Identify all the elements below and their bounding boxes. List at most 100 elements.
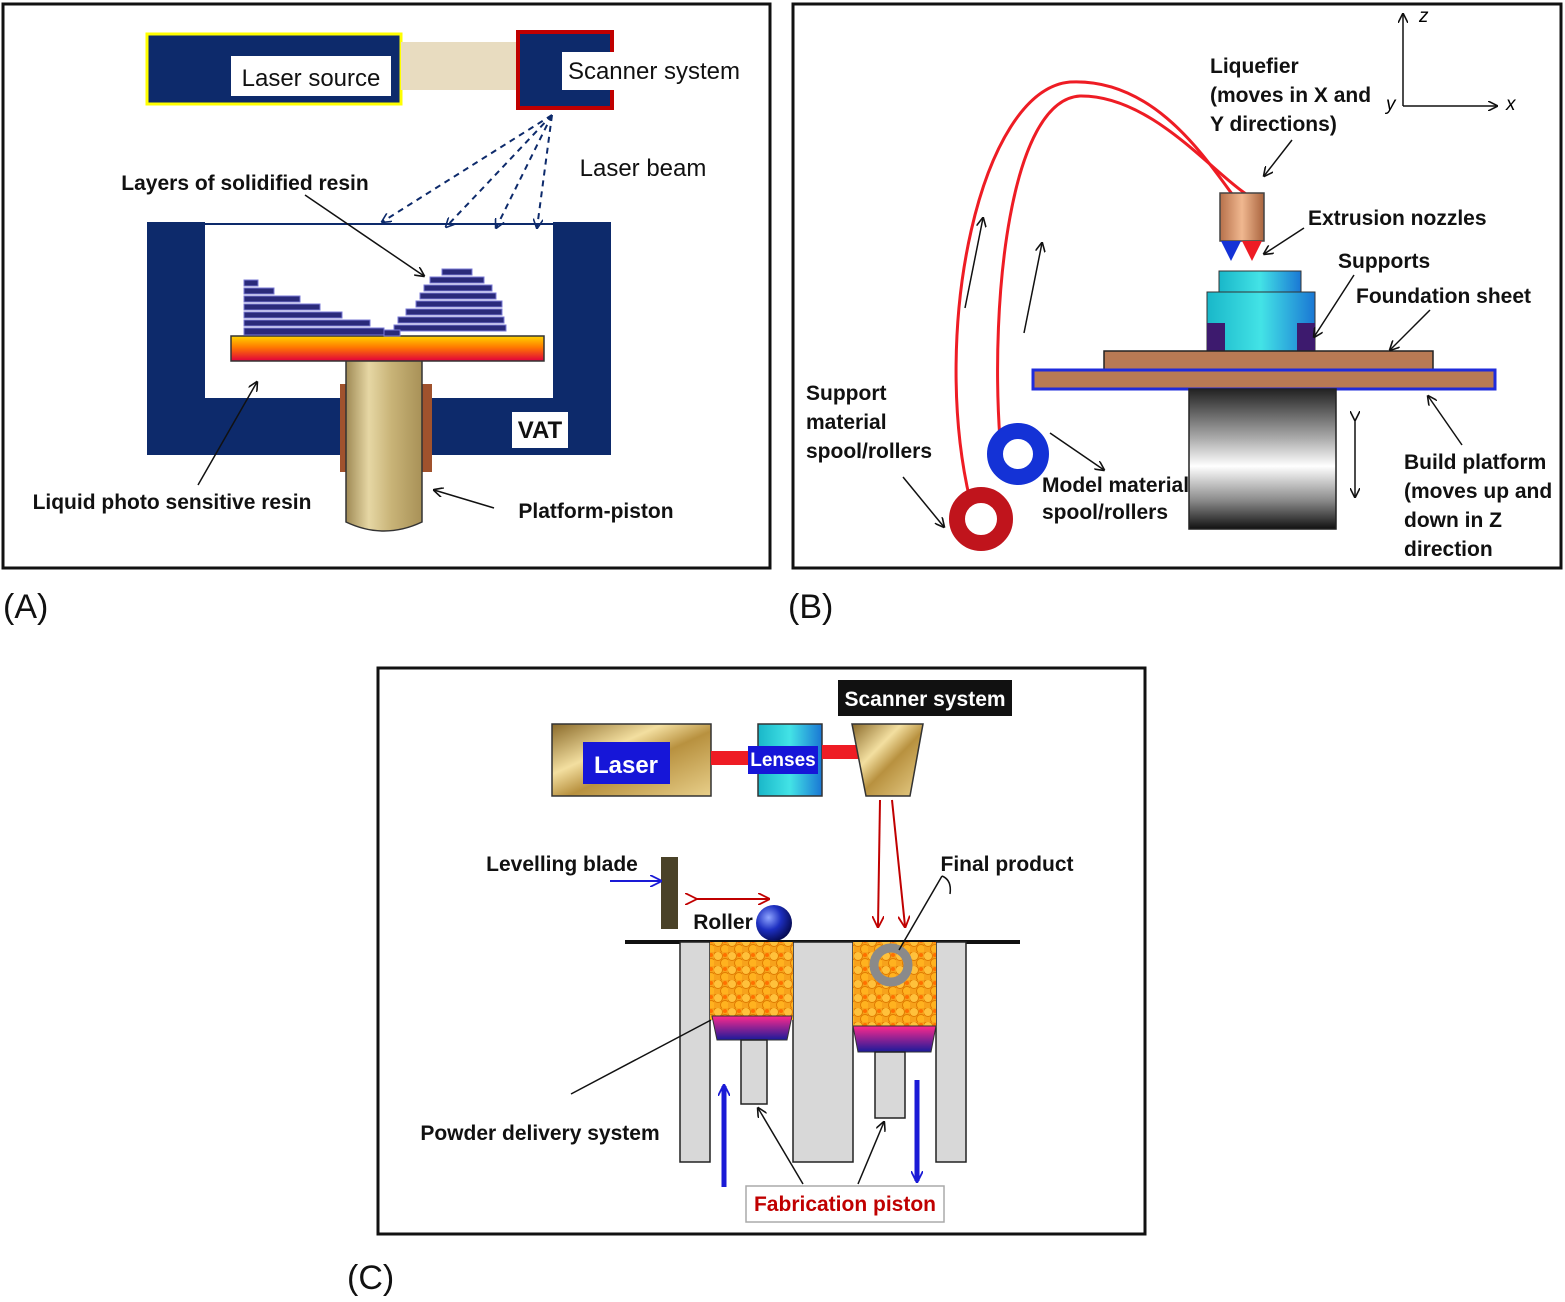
elevator xyxy=(1188,388,1337,530)
build-platform-line4: direction xyxy=(1404,538,1493,561)
model-material-line2: spool/rollers xyxy=(1042,501,1168,524)
foundation-sheet xyxy=(1103,350,1434,371)
z-axis-label: z xyxy=(1418,6,1429,27)
scanner-label-bg xyxy=(562,52,742,90)
beam-line xyxy=(382,114,553,222)
panel-b-caption: (B) xyxy=(788,588,833,626)
levelling-blade-label: Levelling blade xyxy=(486,853,638,876)
support-filament xyxy=(954,80,1234,501)
laser-beam-lines xyxy=(382,114,553,228)
build-platform-arrow xyxy=(1428,396,1463,446)
liquefier-label: Liquefier (moves in X and Y directions) xyxy=(1210,55,1371,136)
foundation-sheet-label: Foundation sheet xyxy=(1356,285,1531,308)
build-platform-line1: Build platform xyxy=(1404,451,1546,474)
platform-piston-arrow xyxy=(434,490,495,509)
powder-delivery-label: Powder delivery system xyxy=(420,1122,659,1145)
powder-delivery-line xyxy=(570,1019,712,1095)
model-nozzle xyxy=(1221,241,1241,261)
support-material-line1: Support xyxy=(806,382,886,405)
beam-down-2 xyxy=(891,799,905,926)
final-product-hook xyxy=(941,875,952,895)
laser-label-bg xyxy=(583,742,670,784)
filaments xyxy=(954,80,1247,501)
powder-piston-rod xyxy=(740,1039,768,1105)
roller xyxy=(756,905,792,941)
powder-piston-head xyxy=(711,1015,793,1041)
liquefier-label-line3: Y directions) xyxy=(1210,113,1337,136)
laser-beam-label: Laser beam xyxy=(580,155,707,182)
support-material-arrow xyxy=(902,476,944,527)
liquid-resin-arrow xyxy=(197,382,257,486)
panel-c-caption: (C) xyxy=(347,1259,394,1297)
model-material-label: Model material spool/rollers xyxy=(1042,474,1189,524)
support-material-line3: spool/rollers xyxy=(806,440,932,463)
y-axis-label: y xyxy=(1384,94,1397,115)
build-platform-line3: down in Z xyxy=(1404,509,1502,532)
foundation-sheet-arrow xyxy=(1390,309,1431,350)
build-platform-b xyxy=(1031,368,1497,391)
lenses-label: Lenses xyxy=(750,750,815,771)
fabrication-piston-arrow-left xyxy=(758,1108,804,1185)
support-nozzle xyxy=(1242,241,1262,261)
model-material-arrow xyxy=(1049,432,1104,470)
extrusion-nozzles-label: Extrusion nozzles xyxy=(1308,207,1487,230)
beam-down-1 xyxy=(878,799,880,926)
support-right xyxy=(1297,323,1315,351)
build-platform xyxy=(230,335,545,362)
fabrication-piston-label: Fabrication piston xyxy=(754,1193,936,1216)
axes xyxy=(1403,14,1497,106)
laser-source-label-bg xyxy=(231,56,391,96)
liquid-resin-label: Liquid photo sensitive resin xyxy=(33,491,312,514)
support-spool xyxy=(949,487,1013,551)
extrusion-nozzles-arrow xyxy=(1264,227,1305,254)
liquefier xyxy=(1219,192,1265,242)
model-filament xyxy=(996,94,1247,441)
support-material-label: Support material spool/rollers xyxy=(806,382,932,463)
panel-a: Laser source Scanner system Laser beam V… xyxy=(1,2,772,626)
layers-arrow-1 xyxy=(304,194,424,276)
liquefier-label-line2: (moves in X and xyxy=(1210,84,1371,107)
laser-tube xyxy=(401,42,518,90)
fabrication-piston-arrow-right xyxy=(857,1122,884,1185)
laser-label: Laser xyxy=(594,752,658,779)
solidified-layers xyxy=(243,268,507,337)
panel-a-caption: (A) xyxy=(3,588,48,626)
support-material-line2: material xyxy=(806,411,887,434)
model-material-line1: Model material xyxy=(1042,474,1189,497)
left-wall xyxy=(679,941,711,1163)
panel-c: Scanner system Laser Lenses Levelling bl… xyxy=(347,666,1147,1297)
support-left xyxy=(1207,323,1225,351)
model-feed-arrow xyxy=(1023,243,1042,334)
levelling-blade xyxy=(661,857,678,929)
support-feed-arrow xyxy=(964,218,983,309)
model-spool xyxy=(987,423,1049,485)
scanner-system-label: Scanner system xyxy=(568,58,740,85)
final-product-ring xyxy=(869,943,913,987)
panel-b-frame xyxy=(791,2,1563,570)
scanner-mirror xyxy=(851,723,924,797)
right-wall xyxy=(935,941,967,1163)
supports-arrow xyxy=(1314,274,1355,337)
laser-beam-2 xyxy=(822,745,858,759)
vat-label-bg xyxy=(512,412,568,448)
build-platform-line2: (moves up and xyxy=(1404,480,1552,503)
platform-piston xyxy=(345,359,423,532)
platform-piston-label: Platform-piston xyxy=(518,500,673,523)
model-part-top xyxy=(1218,270,1302,294)
liquefier-label-line1: Liquefier xyxy=(1210,55,1299,78)
roller-label: Roller xyxy=(693,911,753,934)
vat-label: VAT xyxy=(518,417,563,444)
liquefier-arrow xyxy=(1264,139,1293,176)
panel-b: z y x Liquefier (moves in X and Y direct… xyxy=(788,2,1563,626)
scanner-label-bg-c xyxy=(838,680,1012,716)
powder-supply xyxy=(710,942,793,1020)
build-platform-label: Build platform (moves up and down in Z d… xyxy=(1404,451,1552,561)
lenses-label-bg xyxy=(748,746,818,774)
fabrication-piston-rod xyxy=(874,1051,906,1119)
final-product-line xyxy=(898,875,943,951)
beam-line xyxy=(537,114,553,228)
supports-label: Supports xyxy=(1338,250,1430,273)
scanner-system-label-c: Scanner system xyxy=(844,688,1005,711)
